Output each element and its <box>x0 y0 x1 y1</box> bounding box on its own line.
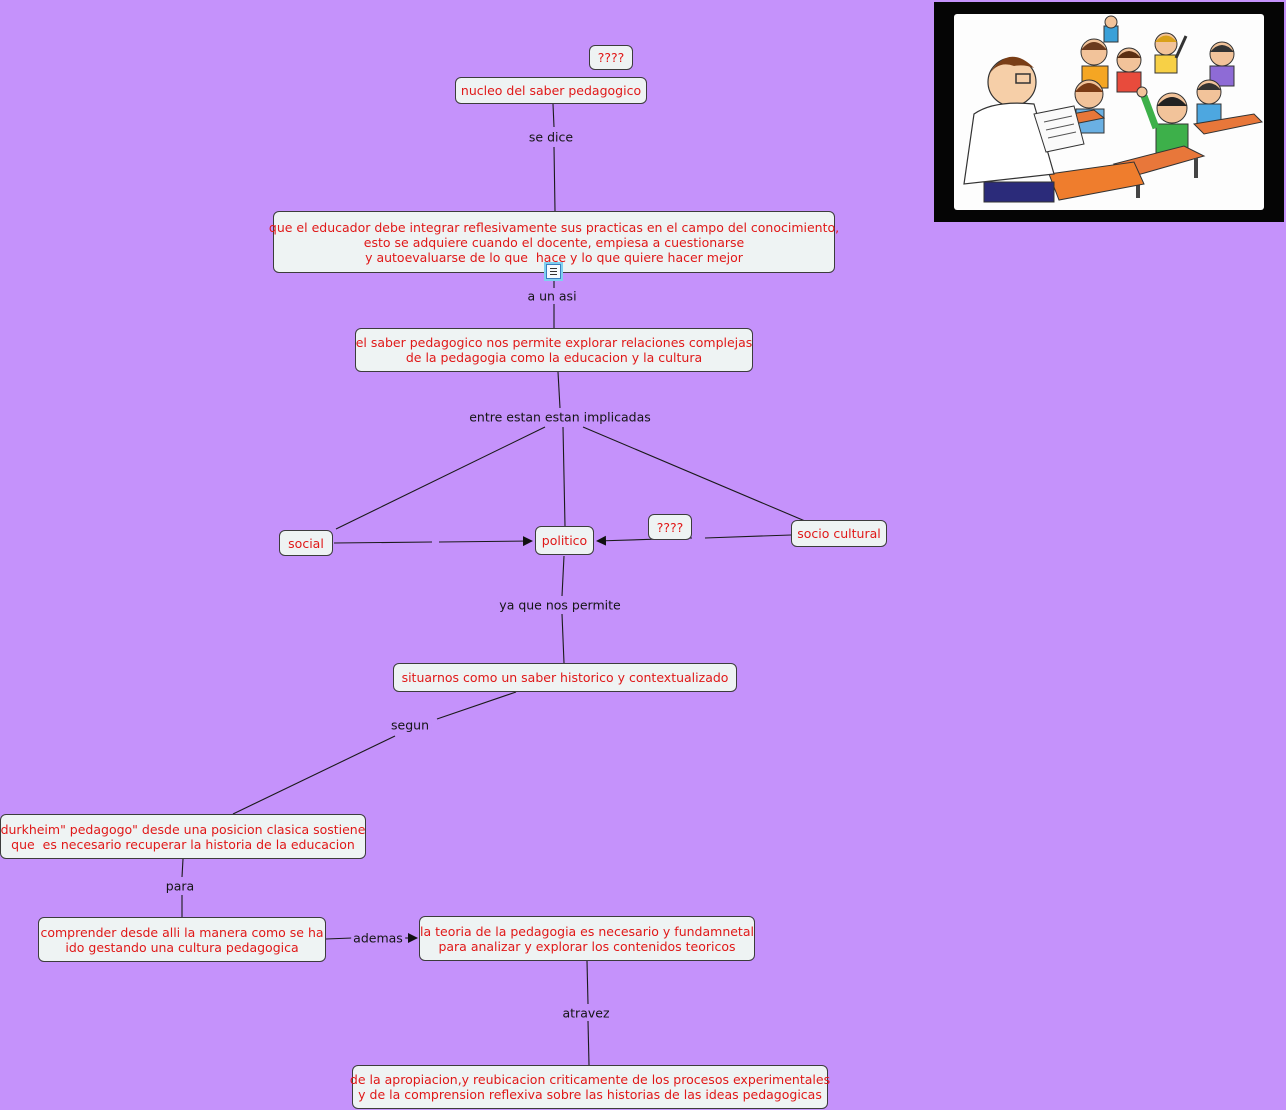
line-atravez-apropiacion <box>587 1020 590 1066</box>
classroom-image <box>934 2 1284 222</box>
line-entre-socio <box>582 426 806 522</box>
line-yaque-situarnos <box>561 613 565 664</box>
link-para[interactable]: para <box>163 878 197 894</box>
concept-question-mid[interactable]: ???? <box>648 514 692 540</box>
link-segun[interactable]: segun <box>389 717 431 733</box>
link-atravez[interactable]: atravez <box>560 1005 612 1021</box>
line-sedice-educador <box>553 146 556 212</box>
concept-apropiacion[interactable]: de la apropiacion,y reubicacion criticam… <box>350 1065 830 1109</box>
classroom-illustration <box>963 15 1264 203</box>
concept-question-top[interactable]: ???? <box>589 45 633 70</box>
link-ademas[interactable]: ademas <box>351 930 405 946</box>
line-social-politico-a <box>333 541 433 544</box>
concept-nucleo-saber-pedagogico[interactable]: nucleo del saber pedagogico <box>455 77 647 104</box>
concept-socio-cultural[interactable]: socio cultural <box>791 520 887 547</box>
concept-politico[interactable]: politico <box>535 526 594 555</box>
concept-comprender[interactable]: comprender desde alli la manera como se … <box>38 917 326 962</box>
concept-situarnos[interactable]: situarnos como un saber historico y cont… <box>393 663 737 692</box>
concept-saber-pedagogico-explorar[interactable]: el saber pedagogico nos permite explorar… <box>355 328 753 372</box>
line-entre-social <box>335 426 546 530</box>
line-politico-yaque <box>561 555 565 597</box>
document-icon[interactable] <box>546 264 561 279</box>
line-situarnos-segun <box>436 691 517 720</box>
line-segun-durkheim <box>232 735 396 815</box>
line-nucleo-sedice <box>552 103 555 128</box>
link-se-dice[interactable]: se dice <box>526 129 576 145</box>
line-socio-politico-a <box>704 534 792 539</box>
concept-educador-integrar[interactable]: que el educador debe integrar reflesivam… <box>269 211 839 273</box>
line-saber-entre <box>557 371 561 409</box>
line-comprender-ademas <box>325 937 353 940</box>
concept-teoria-pedagogia[interactable]: la teoria de la pedagogia es necesario y… <box>419 916 755 961</box>
concept-durkheim[interactable]: durkheim" pedagogo" desde una posicion c… <box>0 814 366 859</box>
link-ya-que-nos-permite[interactable]: ya que nos permite <box>497 597 623 613</box>
line-durkheim-para <box>181 858 184 878</box>
concept-social[interactable]: social <box>279 530 333 556</box>
line-entre-politico <box>562 426 566 527</box>
line-teoria-atravez <box>586 960 589 1005</box>
link-a-un-asi[interactable]: a un asi <box>525 288 579 304</box>
line-social-politico-b <box>438 536 533 547</box>
link-entre-estan-implicadas[interactable]: entre estan estan implicadas <box>467 409 653 425</box>
